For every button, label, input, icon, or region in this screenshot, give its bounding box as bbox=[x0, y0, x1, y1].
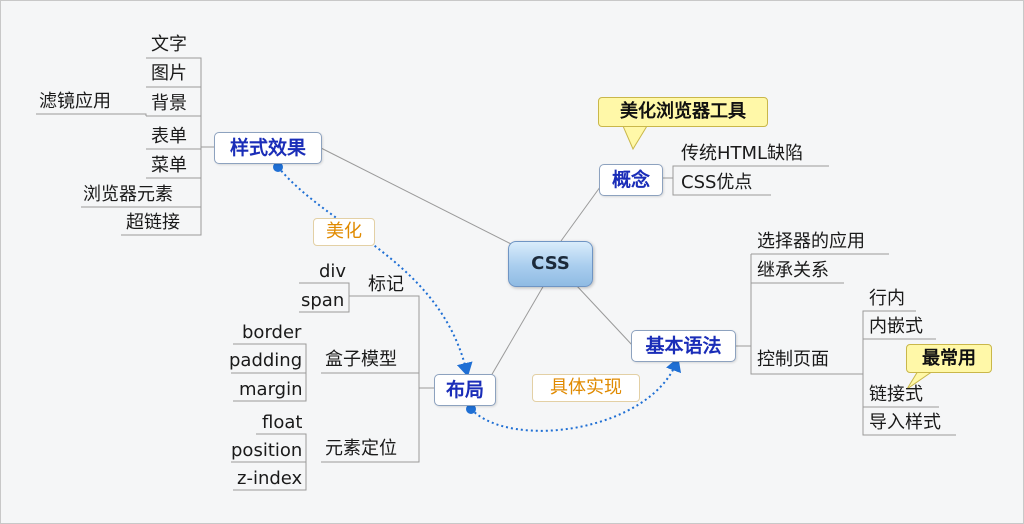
subtopic-z-index[interactable]: z-index bbox=[237, 468, 303, 489]
syntax-callout: 最常用 bbox=[906, 344, 992, 373]
relation-implement-origin bbox=[466, 404, 476, 414]
subtopic-html-defect[interactable]: 传统HTML缺陷 bbox=[681, 143, 804, 164]
subtopic-div[interactable]: div bbox=[319, 261, 347, 282]
subtopic-padding[interactable]: padding bbox=[229, 350, 303, 371]
relation-beautify-origin bbox=[273, 162, 283, 172]
link-trunk-lower bbox=[121, 147, 202, 236]
subtopic-menu[interactable]: 菜单 bbox=[151, 155, 187, 176]
subtopic-inline[interactable]: 行内 bbox=[869, 288, 905, 309]
subtopic-control-page[interactable]: 控制页面 bbox=[757, 349, 829, 370]
subtopic-element-position[interactable]: 元素定位 bbox=[325, 438, 397, 459]
subtopic-embedded[interactable]: 内嵌式 bbox=[869, 316, 923, 337]
link-html-defect bbox=[661, 165, 829, 179]
subtopic-selector[interactable]: 选择器的应用 bbox=[757, 231, 865, 252]
relation-label-beautify[interactable]: 美化 bbox=[313, 218, 375, 246]
center-topic[interactable]: CSS bbox=[508, 241, 593, 287]
link-text bbox=[146, 57, 214, 148]
subtopic-css-advantage[interactable]: CSS优点 bbox=[681, 172, 753, 193]
link-center-style bbox=[320, 147, 514, 246]
subtopic-float[interactable]: float bbox=[262, 412, 303, 433]
topic-concept[interactable]: 概念 bbox=[599, 164, 663, 196]
subtopic-text[interactable]: 文字 bbox=[151, 34, 187, 55]
link-float bbox=[256, 433, 307, 462]
subtopic-tag[interactable]: 标记 bbox=[368, 274, 404, 295]
link-tag bbox=[363, 295, 434, 389]
link-box bbox=[321, 372, 420, 388]
subtopic-position[interactable]: position bbox=[231, 440, 303, 461]
link-import bbox=[862, 407, 956, 436]
link-border bbox=[233, 343, 307, 373]
link-center-concept bbox=[560, 182, 604, 242]
subtopic-border[interactable]: border bbox=[242, 322, 302, 343]
subtopic-form[interactable]: 表单 bbox=[151, 126, 187, 147]
link-margin bbox=[233, 373, 307, 402]
concept-callout-tail bbox=[622, 125, 648, 151]
link-span bbox=[299, 296, 350, 313]
subtopic-margin[interactable]: margin bbox=[239, 379, 303, 400]
concept-callout: 美化浏览器工具 bbox=[598, 97, 768, 127]
link-filter bbox=[36, 113, 147, 116]
subtopic-background[interactable]: 背景 bbox=[151, 93, 187, 114]
relation-beautify-curve bbox=[277, 166, 473, 377]
link-center-syntax bbox=[575, 284, 634, 347]
subtopic-browser-elements[interactable]: 浏览器元素 bbox=[83, 184, 173, 205]
link-zindex bbox=[233, 462, 307, 491]
subtopic-hyperlink[interactable]: 超链接 bbox=[126, 212, 180, 233]
link-div bbox=[299, 282, 363, 297]
link-position-group bbox=[321, 388, 420, 463]
topic-style-effect[interactable]: 样式效果 bbox=[214, 132, 322, 164]
subtopic-linked[interactable]: 链接式 bbox=[869, 384, 923, 405]
link-center-layout bbox=[490, 284, 545, 377]
link-syntax-trunk bbox=[733, 254, 752, 347]
subtopic-span[interactable]: span bbox=[301, 290, 345, 311]
topic-basic-syntax[interactable]: 基本语法 bbox=[631, 330, 736, 362]
topic-layout[interactable]: 布局 bbox=[434, 374, 496, 406]
link-inline bbox=[847, 310, 916, 375]
link-control bbox=[750, 346, 847, 375]
relation-label-implement[interactable]: 具体实现 bbox=[532, 374, 640, 402]
subtopic-import[interactable]: 导入样式 bbox=[869, 412, 941, 433]
subtopic-inheritance[interactable]: 继承关系 bbox=[757, 260, 829, 281]
subtopic-image[interactable]: 图片 bbox=[151, 63, 187, 84]
link-css-adv bbox=[672, 178, 771, 196]
subtopic-box-model[interactable]: 盒子模型 bbox=[325, 349, 397, 370]
subtopic-filter[interactable]: 滤镜应用 bbox=[39, 91, 111, 112]
